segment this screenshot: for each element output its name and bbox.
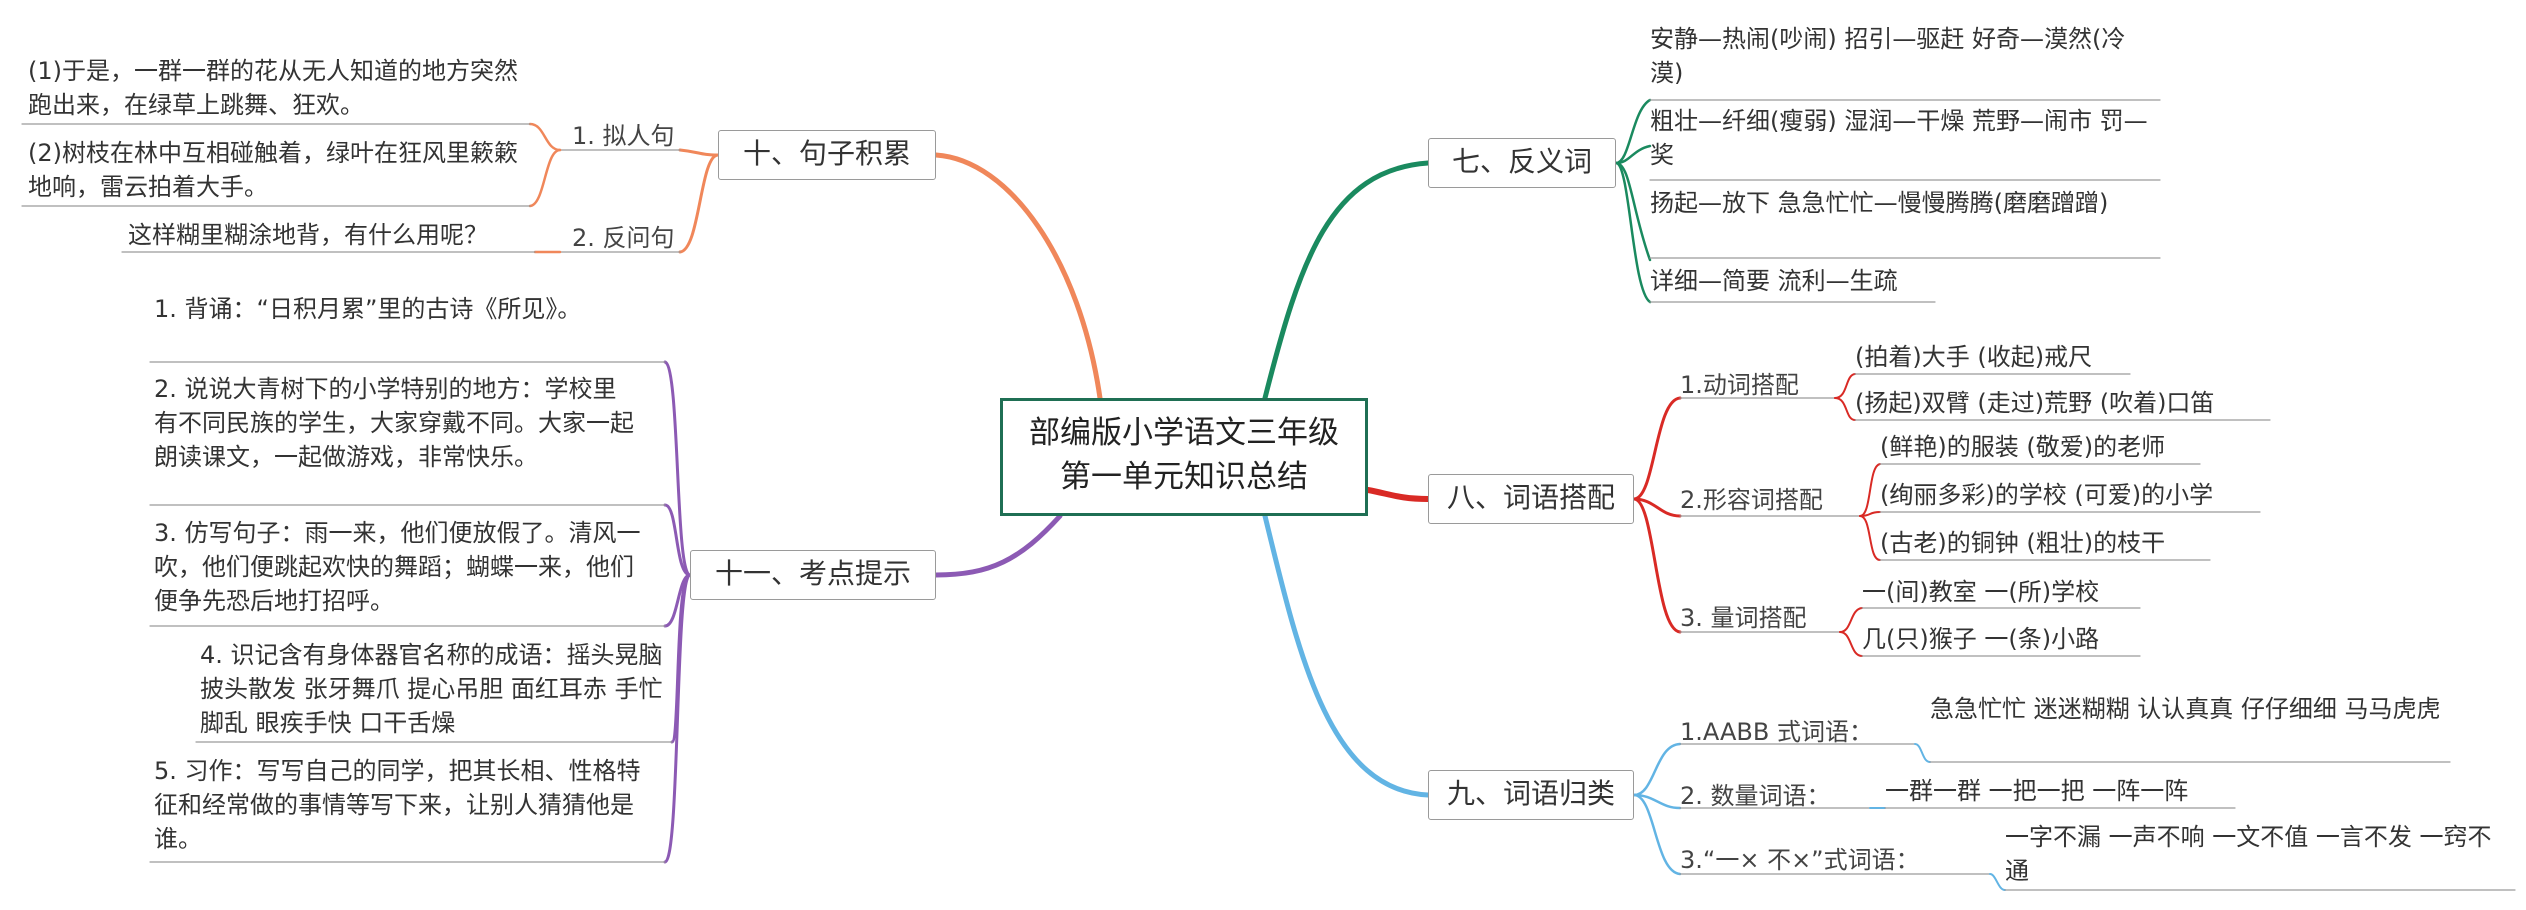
classification-yi-bu-label[interactable]: 3.“一× 不×”式词语：: [1680, 846, 1920, 874]
sentences-personification-label[interactable]: 1. 拟人句: [572, 122, 675, 150]
edge-center-sentences: [933, 152, 1103, 401]
exam-tip-item: 1. 背诵：“日积月累”里的古诗《所见》。: [154, 295, 582, 323]
edge-center-tips: [933, 513, 1063, 578]
edge-measure-2: [1839, 631, 1863, 657]
central-topic-line2: 第一单元知识总结: [1060, 459, 1308, 495]
collocation-item: (古老)的铜钟 (粗壮)的枝干: [1880, 529, 2166, 557]
antonym-item: 扬起—放下 急急忙忙—慢慢腾腾(磨磨蹭蹭): [1650, 189, 2109, 217]
topic-antonyms[interactable]: 七、反义词: [1428, 138, 1616, 188]
classification-item: 一字不漏 一声不响 一文不值 一言不发 一窍不通: [2005, 823, 2492, 885]
sentences-rhetorical-label[interactable]: 2. 反问句: [572, 224, 675, 252]
classification-quantity-label[interactable]: 2. 数量词语：: [1680, 782, 1831, 810]
collocation-measure-label[interactable]: 3. 量词搭配: [1680, 604, 1807, 632]
collocation-item: (扬起)双臂 (走过)荒野 (吹着)口笛: [1855, 389, 2215, 417]
edge-center-classification: [1262, 513, 1431, 798]
exam-tip-item: 5. 习作：写写自己的同学，把其长相、性格特征和经常做的事情等写下来，让别人猜猜…: [154, 757, 641, 853]
edge-tip-5: [663, 573, 692, 864]
collocation-item: (绚丽多彩)的学校 (可爱)的小学: [1880, 481, 2214, 509]
classification-item: 一群一群 一把一把 一阵一阵: [1885, 777, 2189, 805]
topic-classification[interactable]: 九、词语归类: [1428, 770, 1634, 820]
topic-exam-tips[interactable]: 十一、考点提示: [690, 550, 936, 600]
central-topic-line1: 部编版小学语文三年级: [1029, 415, 1339, 451]
sentence-item: (2)树枝在林中互相碰触着，绿叶在狂风里簌簌地响，雷云拍着大手。: [28, 139, 518, 201]
exam-tip-item: 2. 说说大青树下的小学特别的地方：学校里有不同民族的学生，大家穿戴不同。大家一…: [154, 375, 634, 471]
edge-class-aabb: [1632, 742, 1682, 797]
edge-adj-3: [1859, 515, 1881, 561]
edge-verb-1: [1834, 373, 1856, 399]
edge-verb-2: [1834, 397, 1856, 421]
collocation-item: 几(只)猴子 一(条)小路: [1862, 625, 2100, 653]
edge-tip-1: [663, 360, 692, 577]
edge-personification-1: [528, 122, 562, 152]
edge-adj-1: [1859, 463, 1881, 517]
antonym-item: 详细—简要 流利—生疏: [1650, 267, 1898, 295]
edge-sentences-personification: [678, 148, 720, 157]
topic-collocation[interactable]: 八、词语搭配: [1428, 474, 1634, 524]
antonym-item: 粗壮—纤细(瘦弱) 湿润—干燥 荒野—闹市 罚—奖: [1650, 107, 2148, 169]
central-topic[interactable]: 部编版小学语文三年级 第一单元知识总结: [1000, 398, 1368, 516]
edge-center-collocation: [1365, 487, 1431, 502]
collocation-item: (鲜艳)的服装 (敬爱)的老师: [1880, 433, 2166, 461]
edge-antonyms-3: [1614, 161, 1652, 262]
antonym-item: 安静—热闹(吵闹) 招引—驱赶 好奇—漠然(冷漠): [1650, 25, 2126, 87]
exam-tip-item: 4. 识记含有身体器官名称的成语：摇头晃脑 披头散发 张牙舞爪 提心吊胆 面红耳…: [200, 641, 663, 737]
sentence-item: (1)于是，一群一群的花从无人知道的地方突然跑出来，在绿草上跳舞、狂欢。: [28, 57, 518, 119]
classification-aabb-label[interactable]: 1.AABB 式词语：: [1680, 718, 1873, 746]
edge-class-yibu: [1632, 793, 1682, 876]
classification-item: 急急忙忙 迷迷糊糊 认认真真 仔仔细细 马马虎虎: [1930, 695, 2441, 723]
edge-tip-2: [663, 503, 692, 577]
exam-tip-item: 3. 仿写句子：雨一来，他们便放假了。清风一吹，他们便跳起欢快的舞蹈；蝴蝶一来，…: [154, 519, 641, 615]
collocation-item: 一(间)教室 一(所)学校: [1862, 578, 2100, 606]
edge-antonyms-4: [1614, 161, 1652, 304]
edge-collocation-adj: [1632, 497, 1682, 518]
edge-yibu-leaf: [1989, 873, 2006, 891]
sentence-item: 这样糊里糊涂地背，有什么用呢？: [128, 221, 488, 249]
collocation-verb-label[interactable]: 1.动词搭配: [1680, 371, 1799, 399]
edge-center-antonyms: [1262, 160, 1431, 401]
edge-sentences-rhetorical: [678, 153, 720, 254]
topic-sentences[interactable]: 十、句子积累: [718, 130, 936, 180]
edge-personification-2: [528, 148, 562, 208]
edge-measure-1: [1839, 607, 1863, 633]
edge-collocation-measure: [1632, 497, 1682, 634]
collocation-item: (拍着)大手 (收起)戒尺: [1855, 343, 2093, 371]
edge-aabb-leaf: [1914, 743, 1931, 763]
edge-collocation-verb: [1632, 396, 1682, 501]
collocation-adj-label[interactable]: 2.形容词搭配: [1680, 486, 1823, 514]
